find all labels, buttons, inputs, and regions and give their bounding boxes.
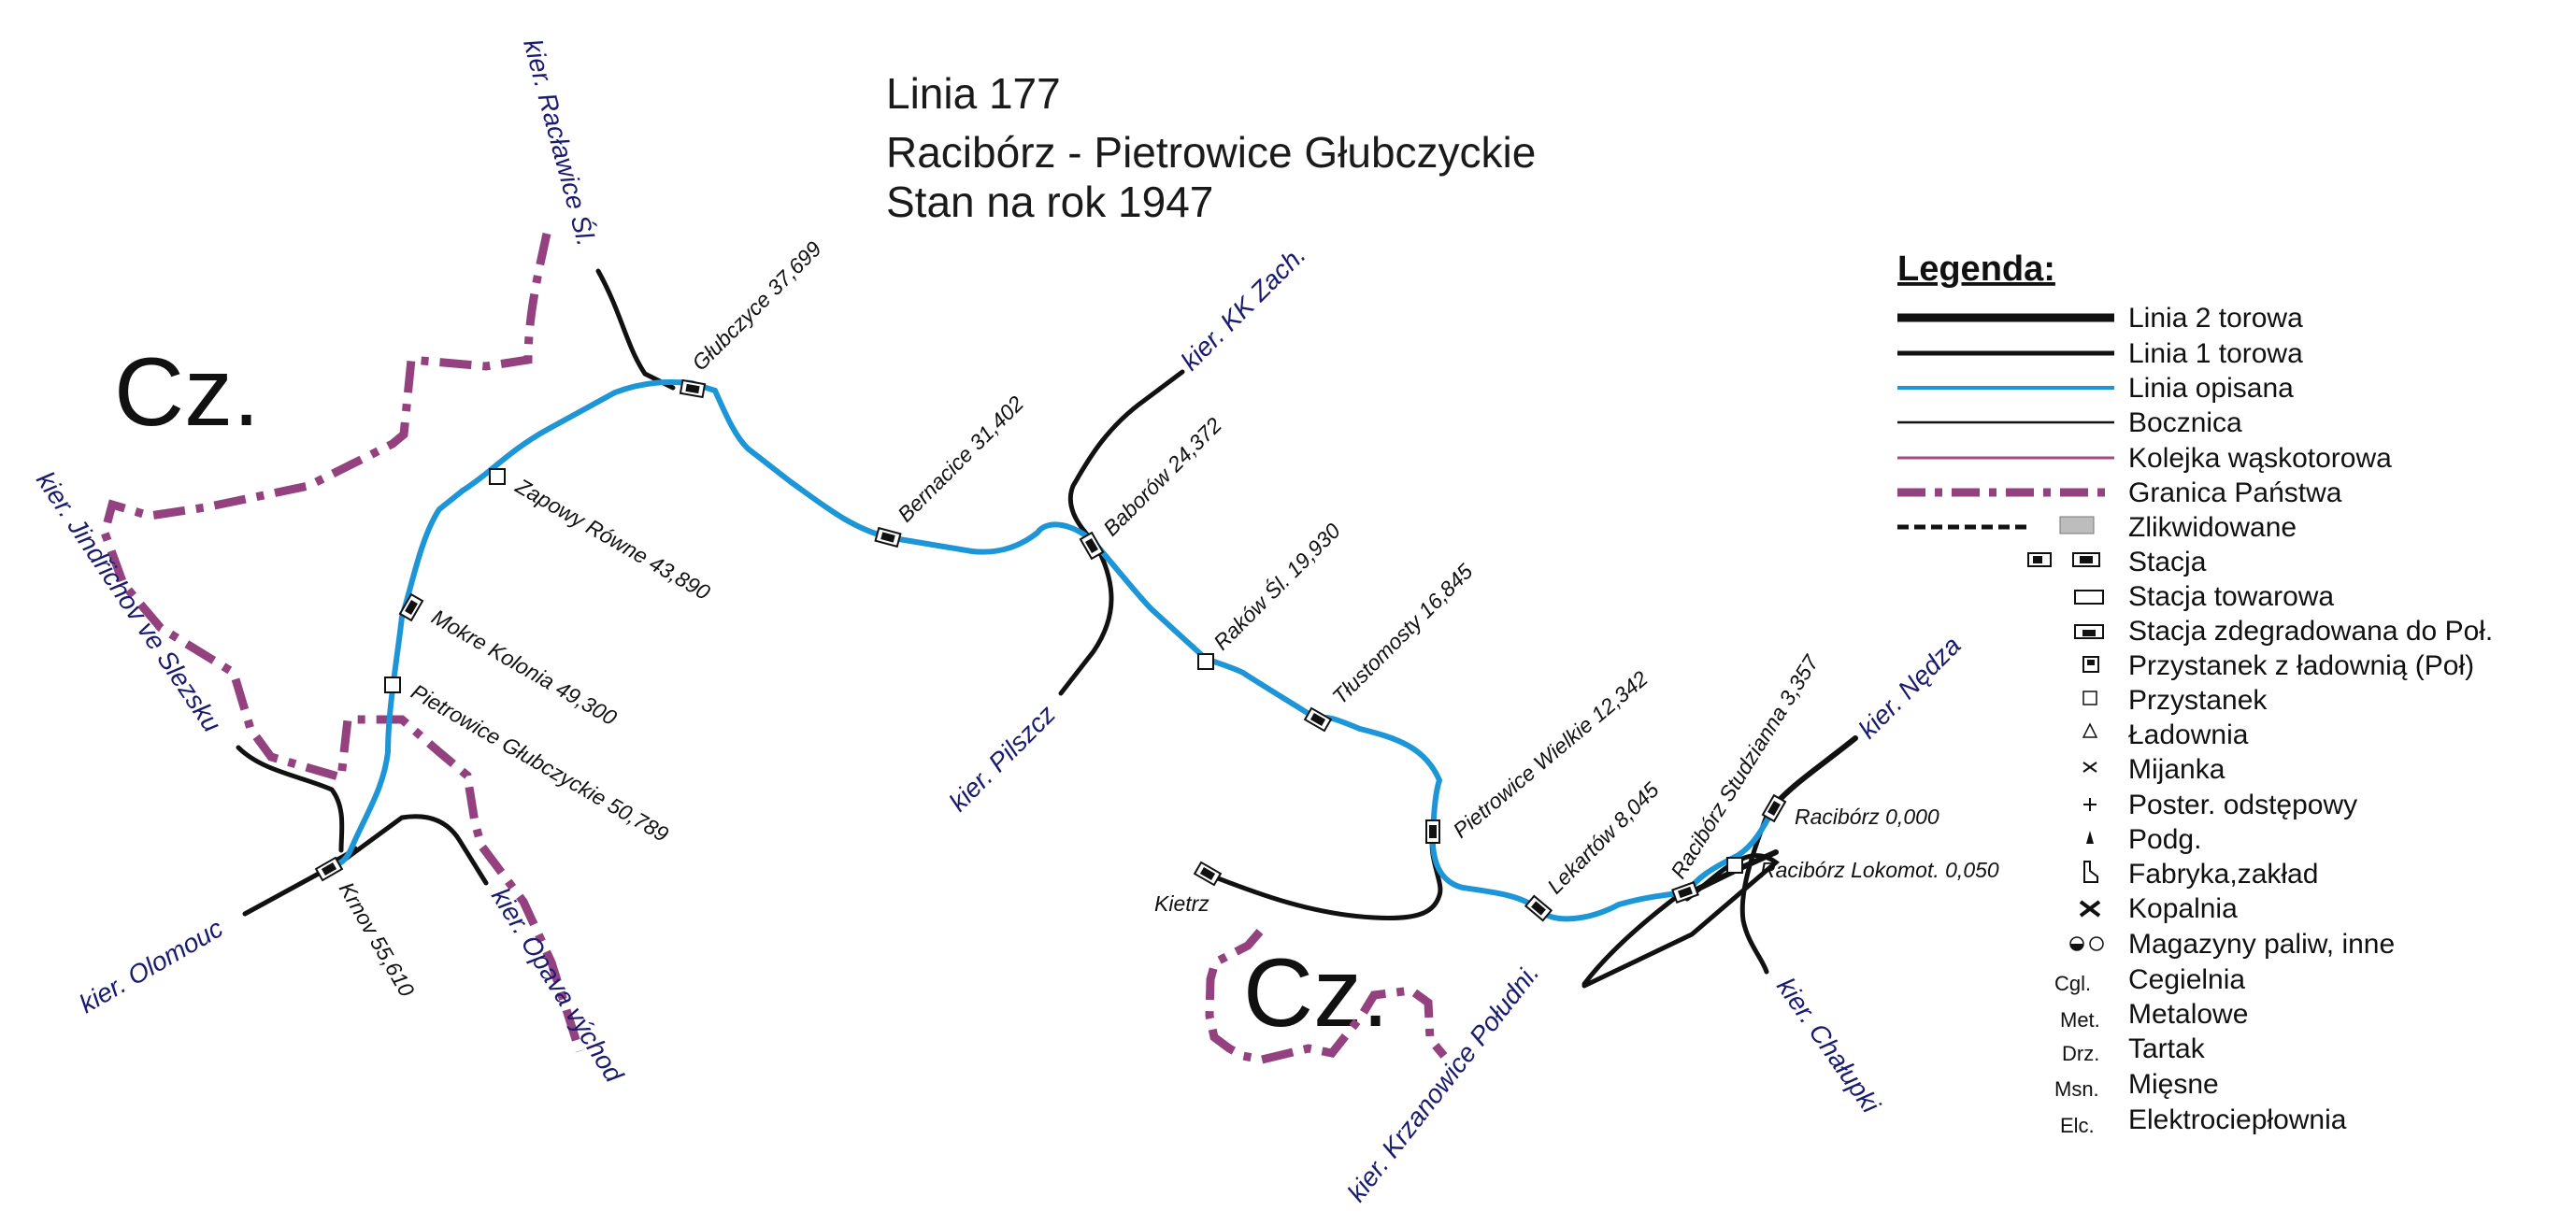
station-markers — [314, 378, 1787, 922]
legend-liquidated-box — [2059, 516, 2095, 534]
label-krnov: Krnov 55,610 — [335, 878, 420, 1002]
track-chalupki — [1739, 801, 1774, 975]
legend-label-9: Stacja zdegradowana do Poł. — [2128, 616, 2493, 647]
label-tlustomosty: Tłustomosty 16,845 — [1327, 559, 1477, 708]
station-pietrowice-wielkie — [1425, 819, 1440, 844]
stop-pietrowice-glubczyckie — [384, 677, 401, 693]
legend-label-20: Metalowe — [2128, 999, 2248, 1030]
state-border — [100, 233, 1448, 1064]
station-mokre — [398, 592, 424, 622]
legend-station-icon — [2027, 552, 2100, 567]
dir-opava: kier. Opava východ — [486, 883, 630, 1089]
track-krzanowice-main — [1581, 890, 1685, 987]
track-raclawice — [595, 268, 676, 391]
border-south — [1205, 929, 1448, 1064]
legend-stop-with-loading-icon — [2082, 656, 2099, 673]
label-rakow: Raków Śl. 19,930 — [1208, 518, 1345, 655]
legend-label-22: Mięsne — [2128, 1069, 2219, 1100]
label-raciborz-lokomot: Racibórz Lokomot. 0,050 — [1760, 858, 1999, 882]
stop-raciborz-lokomot — [1726, 857, 1743, 874]
country-label-bottom: Cz. — [1243, 939, 1389, 1047]
legend-sub-station-icon — [2086, 831, 2094, 844]
label-glubczyce: Głubczyce 37,699 — [687, 236, 826, 376]
legend-label-12: Ładownia — [2128, 719, 2249, 750]
station-studzianna — [1671, 881, 1699, 904]
legend-label-18: Magazyny paliw, inne — [2128, 929, 2395, 960]
legend-label-11: Przystanek — [2128, 685, 2268, 716]
legend-abbr-20: Met. — [2060, 1008, 2100, 1032]
label-bernacice: Bernacice 31,402 — [893, 391, 1028, 526]
dir-kk-zach: kier. KK Zach. — [1175, 240, 1311, 377]
legend-passing-loop-icon — [2082, 762, 2097, 773]
legend-abbr-19: Cgl. — [2054, 972, 2091, 995]
track-kk-zach — [1067, 369, 1185, 547]
legend: Legenda: Linia 2 torowa Linia — [1897, 249, 2493, 1137]
title-line-3: Stan na rok 1947 — [886, 178, 1213, 226]
label-baborow: Baborów 24,372 — [1098, 413, 1226, 541]
legend-label-1: Linia 1 torowa — [2128, 338, 2303, 369]
legend-label-15: Podg. — [2128, 824, 2201, 855]
legend-fuel-depot-icon — [2069, 936, 2104, 951]
legend-label-4: Kolejka wąskotorowa — [2128, 443, 2392, 474]
title-line-1: Linia 177 — [886, 69, 1061, 118]
legend-label-8: Stacja towarowa — [2128, 581, 2334, 612]
station-bernacice — [874, 526, 902, 548]
legend-heading: Legenda: — [1897, 249, 2055, 289]
label-zapowy: Zapowy Równe 43,890 — [511, 473, 715, 605]
country-label-left: Cz. — [114, 338, 260, 447]
legend-label-21: Tartak — [2128, 1033, 2206, 1064]
legend-stop-icon — [2082, 691, 2097, 705]
legend-label-3: Bocznica — [2128, 407, 2242, 438]
legend-label-10: Przystanek z ładownią (Poł) — [2128, 650, 2474, 681]
station-tlustomosty — [1303, 706, 1333, 733]
legend-label-2: Linia opisana — [2128, 373, 2294, 404]
station-raciborz — [1761, 793, 1787, 823]
dir-nedza: kier. Nędza — [1853, 631, 1966, 744]
legend-label-17: Kopalnia — [2128, 893, 2238, 924]
station-kietrz — [1193, 861, 1223, 887]
station-lekartow — [1524, 894, 1553, 922]
legend-factory-icon — [2083, 861, 2098, 883]
label-lekartow: Lekartów 8,045 — [1542, 777, 1664, 899]
track-kietrz — [1203, 831, 1443, 921]
legend-abbr-21: Drz. — [2062, 1042, 2099, 1065]
dir-olomouc: kier. Olomouc — [75, 914, 228, 1019]
stop-zapowy — [489, 468, 506, 485]
station-glubczyce — [679, 378, 707, 399]
label-kietrz: Kietrz — [1154, 891, 1209, 916]
legend-label-23: Elektrociepłownia — [2128, 1104, 2347, 1135]
track-jindrichov — [236, 745, 345, 853]
dir-chalupki: kier. Chałupki — [1771, 973, 1886, 1119]
stop-rakow — [1197, 653, 1214, 670]
legend-label-19: Cegielnia — [2128, 964, 2245, 995]
dir-raclawice: kier. Racławice Śl. — [518, 36, 602, 249]
map-title: Linia 177 Racibórz - Pietrowice Głubczyc… — [886, 69, 1536, 226]
legend-label-13: Mijanka — [2128, 754, 2225, 785]
station-krnov — [314, 856, 344, 882]
legend-label-7: Stacja — [2128, 547, 2207, 577]
legend-freight-station-icon — [2074, 590, 2104, 605]
track-opava — [329, 814, 489, 886]
legend-label-5: Granica Państwa — [2128, 477, 2342, 508]
track-nedza — [1773, 735, 1858, 806]
legend-label-0: Linia 2 torowa — [2128, 303, 2303, 334]
legend-block-post-icon — [2083, 798, 2097, 811]
dir-pilszcz: kier. Pilszcz — [943, 700, 1061, 818]
track-olomouc — [242, 866, 330, 917]
legend-abbr-22: Msn. — [2054, 1077, 2099, 1101]
legend-mine-icon — [2079, 900, 2101, 918]
title-line-2: Racibórz - Pietrowice Głubczyckie — [886, 128, 1536, 177]
legend-label-16: Fabryka,zakład — [2128, 859, 2318, 890]
legend-loading-point-icon — [2082, 722, 2098, 738]
track-pilszcz — [1058, 541, 1114, 696]
legend-abbr-23: Elc. — [2060, 1114, 2095, 1137]
legend-label-6: Zlikwidowane — [2128, 512, 2297, 543]
legend-label-14: Poster. odstępowy — [2128, 790, 2357, 820]
legend-degraded-station-icon — [2074, 624, 2104, 639]
label-raciborz: Racibórz 0,000 — [1795, 805, 1939, 829]
described-line-177 — [326, 379, 1779, 922]
station-baborow — [1079, 531, 1105, 561]
